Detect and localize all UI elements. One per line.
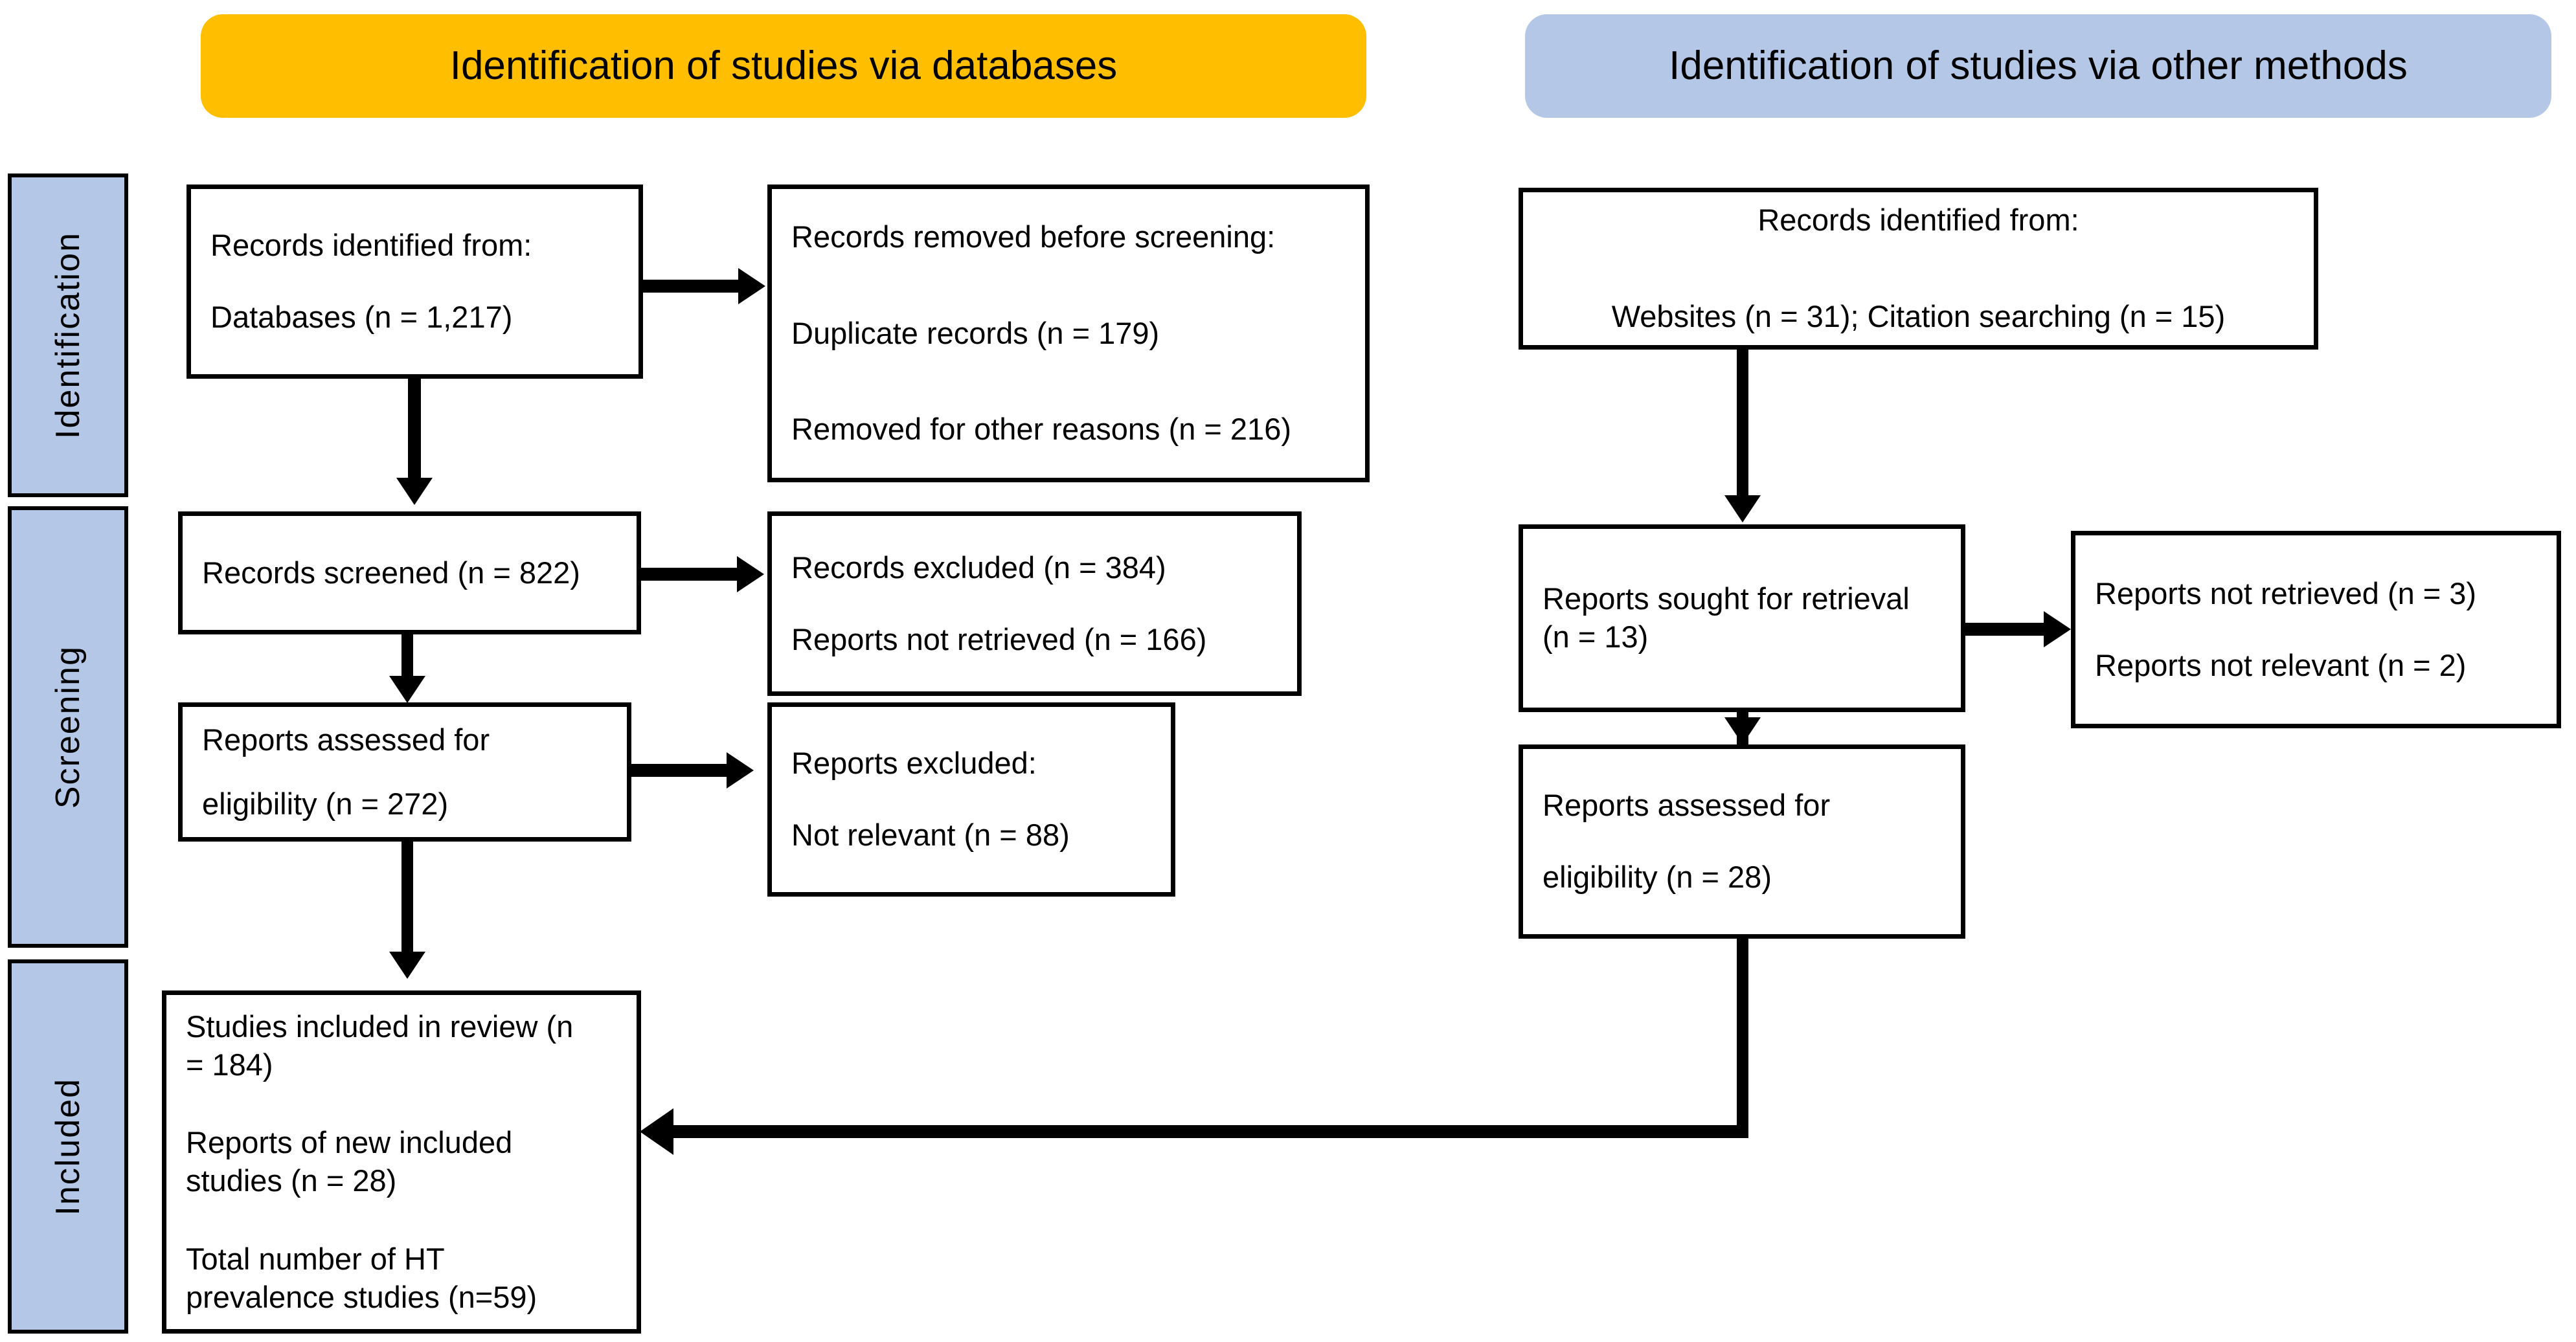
arrowhead-assessed-to-reports-excluded [727,752,754,788]
connector-assessed-to-included [401,842,413,955]
box-records-identified-databases-line-2: Databases (n = 1,217) [210,300,513,334]
box-reports-sought-line-2: (n = 13) [1542,620,1649,654]
arrowhead-identified-to-screened [396,478,433,505]
stage-band-included: Included [8,959,128,1334]
box-reports-not-retrieved-other: Reports not retrieved (n = 3) Reports no… [2071,531,2561,728]
box-reports-sought-line-1: Reports sought for retrieval [1542,581,1910,616]
box-records-identified-databases: Records identified from: Databases (n = … [186,185,643,379]
connector-identified-to-removed [643,280,740,293]
box-studies-included-line-2: = 184) [186,1047,273,1082]
box-reports-assessed-eligibility-databases: Reports assessed for eligibility (n = 27… [178,702,631,842]
banner-identification-via-other-methods: Identification of studies via other meth… [1525,14,2551,118]
box-reports-assessed-db-line-1: Reports assessed for [202,722,490,757]
box-reports-not-retrieved-line-2: Reports not relevant (n = 2) [2095,647,2467,682]
stage-band-included-label: Included [49,1077,87,1216]
arrowhead-identified-to-removed [738,268,765,304]
box-reports-excluded: Reports excluded: Not relevant (n = 88) [767,702,1175,897]
stage-band-identification-label: Identification [49,232,87,439]
connector-assessed-other-elbow-vertical [1737,939,1748,1136]
box-records-screened-line-1: Records screened (n = 822) [202,555,580,590]
box-records-identified-other-line-2: Websites (n = 31); Citation searching (n… [1611,299,2226,333]
arrowhead-assessed-to-included [389,952,425,979]
box-reports-assessed-eligibility-other: Reports assessed for eligibility (n = 28… [1519,744,1965,939]
connector-assessed-other-elbow-horizontal [673,1125,1748,1138]
banner-identification-via-databases: Identification of studies via databases [201,14,1366,118]
connector-assessed-to-reports-excluded [631,764,729,777]
box-studies-included-line-5: Total number of HT [186,1241,445,1276]
connector-screened-to-assessed [401,634,413,678]
box-records-excluded-line-2: Reports not retrieved (n = 166) [791,621,1207,656]
box-records-removed-line-1: Records removed before screening: [791,219,1276,254]
arrowhead-screened-to-excluded [737,556,764,592]
box-reports-assessed-other-line-2: eligibility (n = 28) [1542,860,1772,894]
box-records-excluded: Records excluded (n = 384) Reports not r… [767,511,1302,696]
box-studies-included-line-1: Studies included in review (n [186,1009,574,1044]
box-reports-excluded-line-1: Reports excluded: [791,746,1037,781]
arrowhead-sought-to-assessed-other [1724,717,1761,744]
arrowhead-sought-to-not-retrieved [2044,611,2071,647]
box-studies-included-line-6: prevalence studies (n=59) [186,1279,537,1314]
connector-identified-to-screened [408,379,421,479]
arrowhead-screened-to-assessed [389,676,425,703]
arrowhead-assessed-other-to-included [640,1108,673,1155]
box-studies-included-line-3: Reports of new included [186,1125,513,1160]
stage-band-identification: Identification [8,173,128,497]
box-records-removed-line-2: Duplicate records (n = 179) [791,315,1160,350]
box-records-identified-other-line-1: Records identified from: [1757,203,2079,238]
box-reports-excluded-line-2: Not relevant (n = 88) [791,818,1070,852]
box-records-screened: Records screened (n = 822) [178,511,641,634]
connector-identified-other-to-sought [1737,350,1748,498]
connector-screened-to-excluded [641,568,738,581]
arrowhead-identified-other-to-sought [1724,495,1761,522]
box-reports-sought-for-retrieval: Reports sought for retrieval (n = 13) [1519,524,1965,712]
box-studies-included-in-review: Studies included in review (n = 184) Rep… [162,990,641,1334]
box-records-removed-line-3: Removed for other reasons (n = 216) [791,412,1291,447]
box-records-identified-databases-line-1: Records identified from: [210,228,532,263]
box-records-excluded-line-1: Records excluded (n = 384) [791,550,1166,585]
box-records-identified-other-methods: Records identified from: Websites (n = 3… [1519,188,2318,350]
connector-sought-to-not-retrieved [1965,623,2046,636]
box-reports-assessed-db-line-2: eligibility (n = 272) [202,786,449,821]
box-reports-assessed-other-line-1: Reports assessed for [1542,788,1831,823]
box-studies-included-line-4: studies (n = 28) [186,1163,397,1198]
stage-band-screening-label: Screening [49,645,87,809]
box-reports-not-retrieved-line-1: Reports not retrieved (n = 3) [2095,576,2477,610]
stage-band-screening: Screening [8,506,128,948]
box-records-removed-before-screening: Records removed before screening: Duplic… [767,185,1370,482]
